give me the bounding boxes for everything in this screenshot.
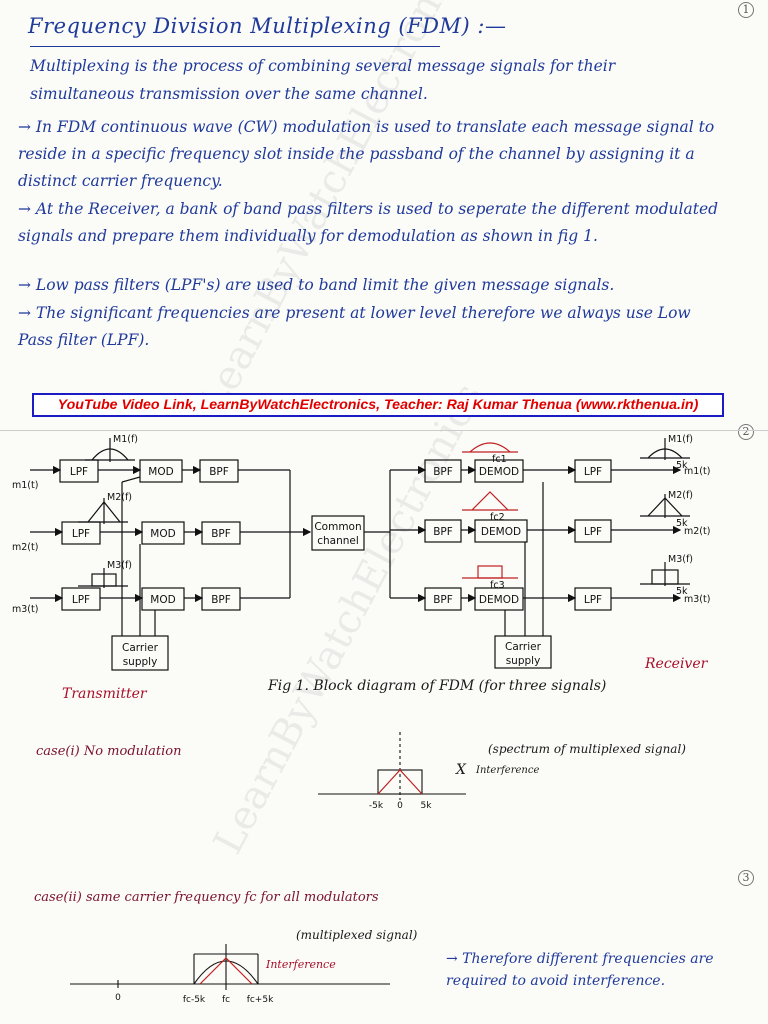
tx-mod-2: MOD [150, 528, 175, 540]
page-divider [0, 430, 768, 431]
intro-paragraph: Multiplexing is the process of combining… [30, 57, 616, 103]
case-2-tick-high: fc+5k [247, 995, 274, 1005]
bullet-4: → The significant frequencies are presen… [18, 304, 691, 349]
rx-carrier-label-2: supply [506, 655, 541, 667]
tx-lpf-3: LPF [72, 594, 90, 606]
tx-lpf-1: LPF [70, 466, 88, 478]
bullet-1: → In FDM continuous wave (CW) modulation… [18, 118, 715, 190]
rx-spectrum-m3: M3(f) [668, 554, 693, 565]
channel-label-1: Common [314, 521, 361, 533]
case-1-spectrum-note: (spectrum of multiplexed signal) [488, 742, 686, 756]
rx-demod-3: DEMOD [479, 594, 519, 606]
tx-bpf-3: BPF [211, 594, 231, 606]
tx-spectrum-m2: M2(f) [107, 492, 132, 503]
tx-carrier-label-2: supply [123, 656, 158, 668]
case-1-tick-neg: -5k [369, 801, 384, 811]
tx-spectrum-m3: M3(f) [107, 560, 132, 571]
input-m3: m3(t) [12, 604, 38, 615]
case-1-spectrum: -5k 0 5k [318, 732, 466, 811]
case-2-note: (multiplexed signal) [296, 928, 418, 942]
receiver-label: Receiver [645, 656, 708, 672]
page-number-2: 2 [738, 424, 754, 440]
rx-spectrum-m1: M1(f) [668, 434, 693, 445]
page-number-1: 1 [738, 2, 754, 18]
rx-lpf-1: LPF [584, 466, 602, 478]
tx-bpf-2: BPF [211, 528, 231, 540]
rx-5k-3: 5k [676, 586, 688, 597]
case-2-tick-zero: 0 [115, 993, 121, 1003]
page-number-3: 3 [738, 870, 754, 886]
rx-bpf-1: BPF [433, 466, 453, 478]
rx-carrier-label-1: Carrier [505, 641, 542, 653]
rx-lpf-2: LPF [584, 526, 602, 538]
tx-carrier-label-1: Carrier [122, 642, 159, 654]
page-title: Frequency Division Multiplexing (FDM) :— [28, 14, 507, 38]
case-1-tick-zero: 0 [397, 801, 403, 811]
rx-lpf-3: LPF [584, 594, 602, 606]
case-2-interference: Interference [266, 958, 336, 971]
input-m1: m1(t) [12, 480, 38, 491]
tx-mod-3: MOD [150, 594, 175, 606]
case-2-label: case(ii) same carrier frequency fc for a… [34, 890, 379, 905]
channel-label-2: channel [317, 535, 359, 547]
rx-5k-1: 5k [676, 460, 688, 471]
case-2-conclusion: → Therefore different frequencies are re… [446, 951, 714, 989]
case-2-tick-fc: fc [222, 995, 230, 1005]
fdm-block-diagram: LPF MOD BPF LPF MOD BPF LPF MOD BPF Comm… [12, 434, 710, 671]
output-m2: m2(t) [684, 526, 710, 537]
case-1-label: case(i) No modulation [36, 744, 182, 759]
rx-spectrum-m2: M2(f) [668, 490, 693, 501]
tx-mod-1: MOD [148, 466, 173, 478]
rx-demod-2: DEMOD [481, 526, 521, 538]
output-m3: m3(t) [684, 594, 710, 605]
transmitter-label: Transmitter [62, 686, 147, 702]
rx-demod-1: DEMOD [479, 466, 519, 478]
bullet-2: → At the Receiver, a bank of band pass f… [18, 200, 719, 245]
case-2-spectrum: 0 fc-5k fc fc+5k [70, 944, 390, 1005]
title-underline [30, 46, 440, 47]
figure-caption: Fig 1. Block diagram of FDM (for three s… [268, 678, 607, 694]
case-1-tick-pos: 5k [421, 801, 433, 811]
input-m2: m2(t) [12, 542, 38, 553]
rx-bpf-3: BPF [433, 594, 453, 606]
bullet-3: → Low pass filters (LPF's) are used to b… [18, 276, 615, 294]
tx-bpf-1: BPF [209, 466, 229, 478]
youtube-link-banner[interactable]: YouTube Video Link, LearnByWatchElectron… [32, 393, 724, 417]
tx-spectrum-m1: M1(f) [113, 434, 138, 445]
case-2-tick-low: fc-5k [183, 995, 206, 1005]
rx-carrier-freq-1: fc1 [492, 454, 507, 465]
case-1-x-mark: X [456, 762, 466, 778]
rx-carrier-freq-3: fc3 [490, 580, 505, 591]
output-m1: m1(t) [684, 466, 710, 477]
tx-lpf-2: LPF [72, 528, 90, 540]
rx-carrier-freq-2: fc2 [490, 512, 505, 523]
rx-bpf-2: BPF [433, 526, 453, 538]
rx-5k-2: 5k [676, 518, 688, 529]
case-1-interference: Interference [476, 765, 540, 776]
